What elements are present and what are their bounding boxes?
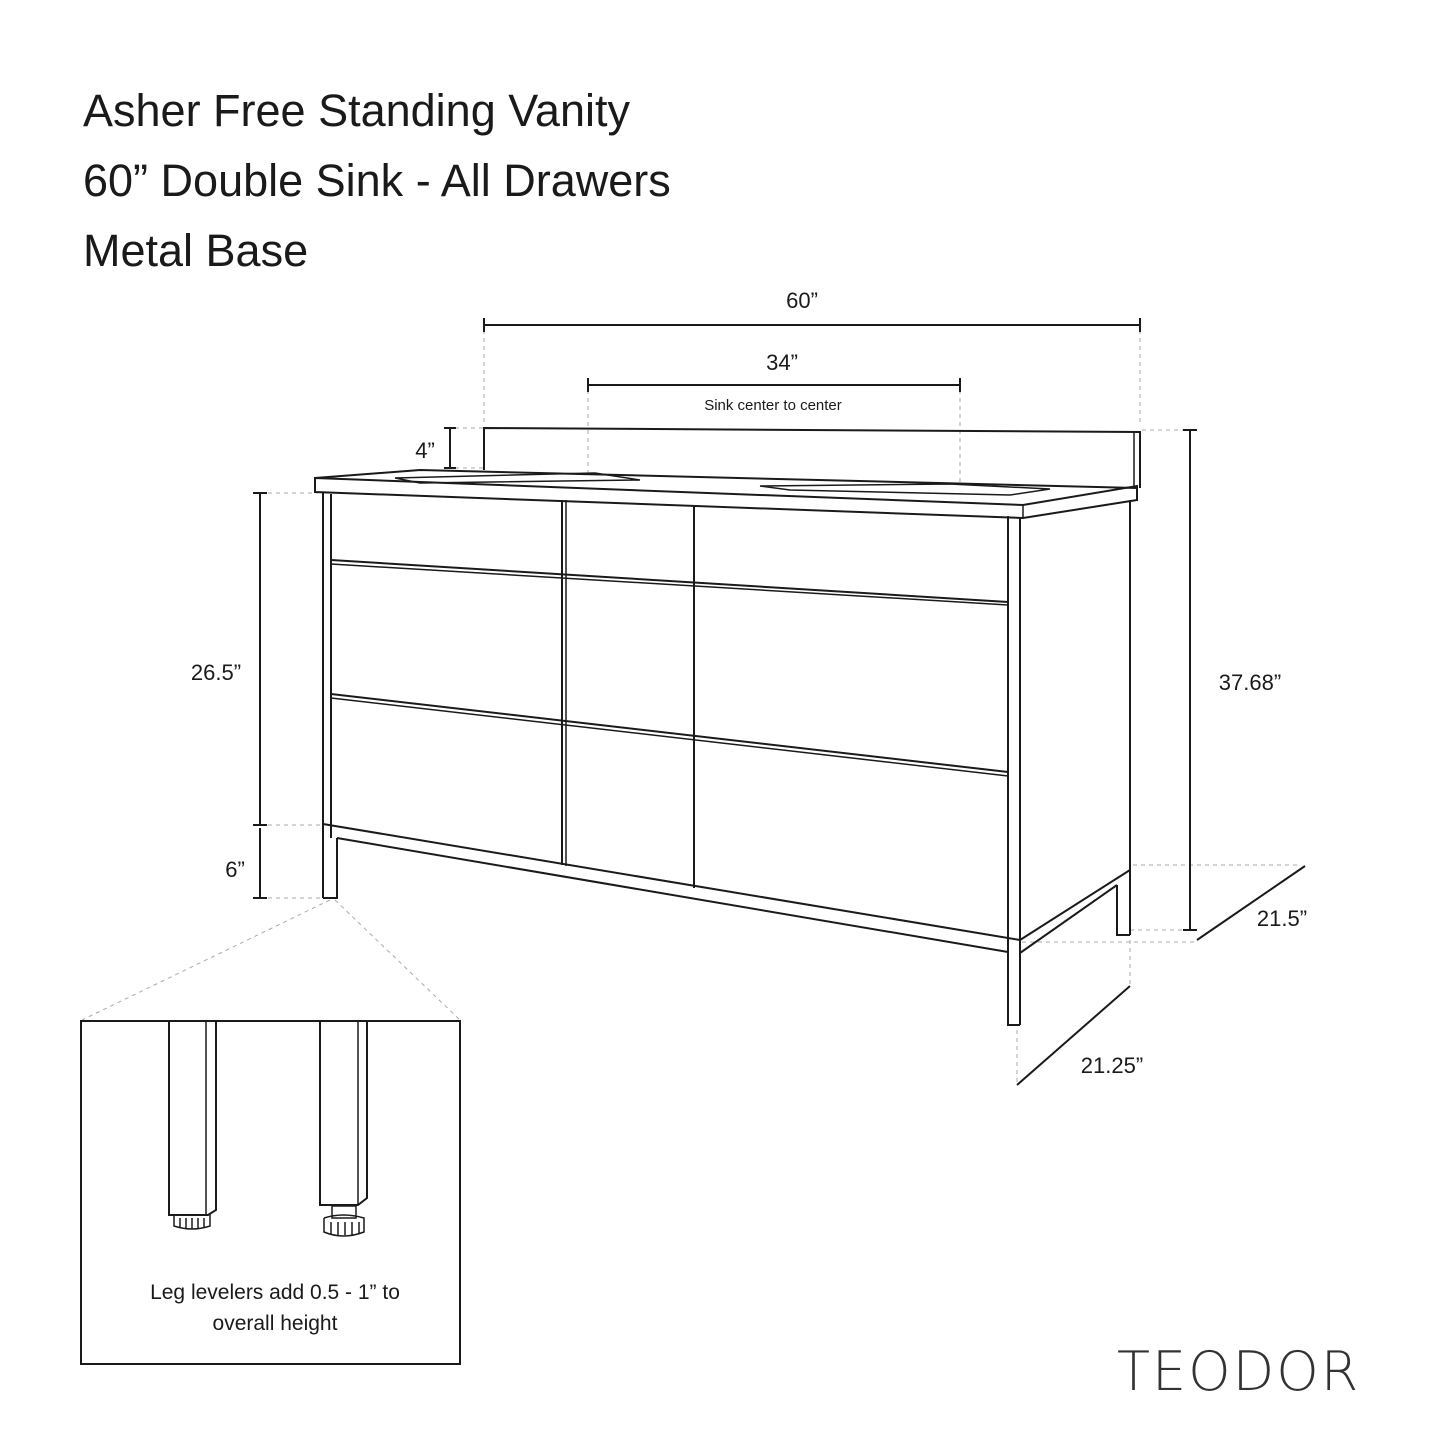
vanity-drawing	[314, 426, 1141, 1026]
dimension-leg-height: 6”	[225, 828, 267, 899]
title-line-2: 60” Double Sink - All Drawers	[83, 155, 671, 206]
title-line-1: Asher Free Standing Vanity	[83, 85, 630, 136]
dimension-sink-spacing: 34” Sink center to center	[587, 350, 961, 414]
cabinet-height-label: 26.5”	[191, 660, 241, 685]
leveler-note-line-2: overall height	[213, 1312, 338, 1335]
dimension-overall-height: 37.68”	[1183, 429, 1281, 931]
sink-right	[759, 483, 1051, 496]
extension-lines	[81, 330, 1300, 1085]
leg-standard	[168, 1021, 217, 1230]
title-line-3: Metal Base	[83, 225, 309, 276]
brand-logo: TEODOR	[1117, 1340, 1361, 1403]
dimension-base-depth: 21.25”	[1016, 985, 1143, 1086]
sink-spacing-note: Sink center to center	[704, 397, 842, 414]
sink-left	[394, 472, 641, 484]
leveler-note-line-1: Leg levelers add 0.5 - 1” to	[150, 1281, 400, 1304]
overall-height-label: 37.68”	[1219, 670, 1281, 695]
dimension-cabinet-height: 26.5”	[191, 492, 267, 826]
sink-spacing-label: 34”	[766, 350, 798, 375]
dimension-backsplash: 4”	[415, 427, 456, 469]
leg-with-leveler	[319, 1021, 368, 1237]
width-label: 60”	[786, 288, 818, 313]
dimension-top-depth: 21.5”	[1196, 865, 1307, 941]
base-depth-label: 21.25”	[1081, 1053, 1143, 1078]
backsplash-label: 4”	[415, 438, 435, 463]
leg-height-label: 6”	[225, 857, 245, 882]
top-depth-label: 21.5”	[1257, 906, 1307, 931]
dimension-width: 60”	[483, 288, 1141, 332]
leg-leveler-detail: Leg levelers add 0.5 - 1” to overall hei…	[80, 1020, 461, 1365]
